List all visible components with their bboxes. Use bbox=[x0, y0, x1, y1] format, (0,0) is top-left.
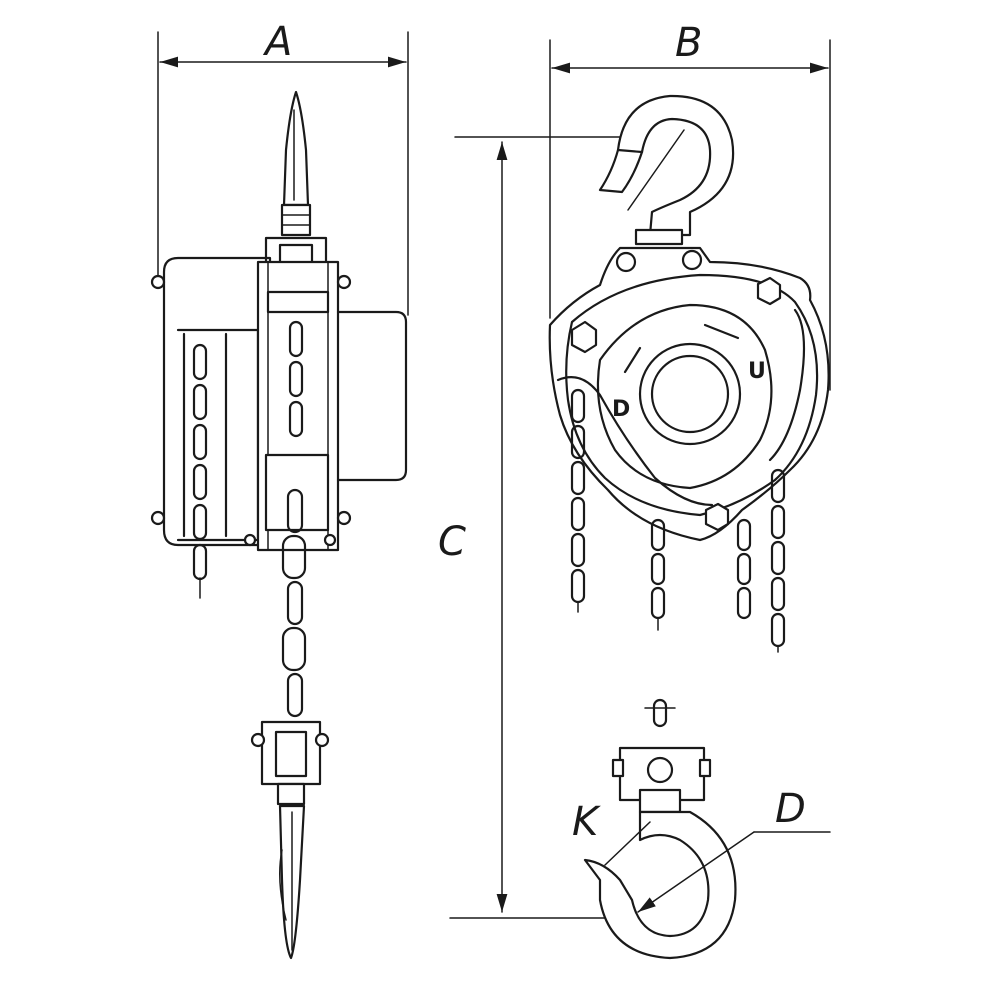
hoist-housing-front: D U bbox=[548, 246, 830, 542]
dimension-a-label: A bbox=[262, 19, 292, 65]
dimension-b-label: B bbox=[675, 20, 702, 66]
dimension-d: D bbox=[637, 786, 831, 913]
load-chain-side bbox=[281, 488, 307, 718]
dimension-a: A bbox=[157, 19, 409, 316]
top-hook-front bbox=[598, 94, 735, 246]
dimension-c-label: C bbox=[438, 519, 466, 565]
hand-chain-side bbox=[192, 343, 208, 599]
gear-housing-side bbox=[336, 310, 408, 482]
front-view: B C D bbox=[438, 20, 831, 960]
hoist-body-side bbox=[243, 260, 352, 552]
dimension-b: B bbox=[549, 20, 831, 391]
side-view: A bbox=[150, 19, 409, 960]
load-chain-right-front bbox=[736, 518, 752, 620]
housing-mark-down: D bbox=[612, 397, 630, 422]
housing-mark-up: U bbox=[748, 359, 766, 384]
hand-chain-right-front bbox=[770, 468, 786, 653]
dimension-d-label: D bbox=[775, 786, 806, 832]
hand-chain-left-front bbox=[570, 388, 586, 613]
bottom-block-side bbox=[250, 720, 330, 960]
bottom-hook-front bbox=[583, 698, 737, 960]
top-hook-side bbox=[280, 90, 312, 237]
load-chain-middle-front bbox=[650, 518, 666, 631]
inner-load-chain-side bbox=[288, 320, 304, 438]
dimension-c: C bbox=[438, 136, 631, 919]
handwheel-cover-side bbox=[150, 256, 272, 547]
dimension-k-label: K bbox=[572, 799, 601, 845]
dimension-k: K bbox=[572, 799, 601, 845]
